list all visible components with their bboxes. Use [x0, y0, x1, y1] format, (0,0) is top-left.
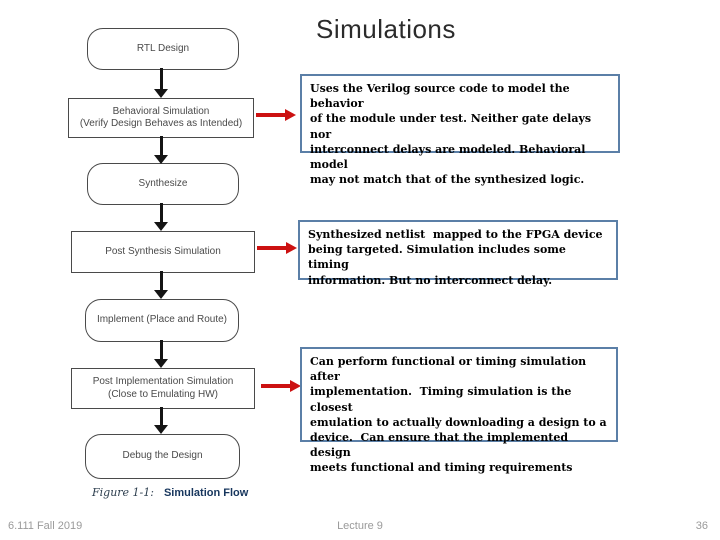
down-arrow-icon [154, 203, 168, 231]
flow-node-label: Synthesize [138, 177, 188, 189]
flow-node-label: Debug the Design [122, 450, 203, 462]
flow-node-rtl-design: RTL Design [87, 28, 239, 70]
red-right-arrow-icon [257, 242, 297, 254]
flow-node-post-synthesis-simulation: Post Synthesis Simulation [71, 231, 255, 273]
flow-node-label: Behavioral Simulation (Verify Design Beh… [79, 105, 243, 130]
footer-page-number: 36 [695, 520, 708, 532]
down-arrow-icon [154, 340, 168, 368]
flow-node-post-implementation-simulation: Post Implementation Simulation (Close to… [71, 368, 255, 409]
flow-node-label: Implement (Place and Route) [96, 314, 228, 326]
flow-node-debug-the-design: Debug the Design [85, 434, 240, 479]
down-arrow-icon [154, 271, 168, 299]
red-right-arrow-icon [256, 109, 296, 121]
flow-node-synthesize: Synthesize [87, 163, 239, 205]
flow-node-implement-place-route: Implement (Place and Route) [85, 299, 239, 342]
figure-caption: Figure 1-1: Simulation Flow [92, 486, 248, 499]
callout-text: Can perform functional or timing simulat… [310, 355, 607, 475]
red-right-arrow-icon [261, 380, 301, 392]
flow-node-label: Post Implementation Simulation (Close to… [92, 376, 234, 400]
slide-title: Simulations [316, 14, 456, 44]
callout-post-implementation-simulation: Can perform functional or timing simulat… [300, 347, 618, 474]
figure-caption-number: Figure 1-1: [92, 486, 154, 499]
footer-course: 6.111 Fall 2019 [8, 520, 83, 532]
callout-text: Uses the Verilog source code to model th… [310, 82, 592, 187]
figure-caption-title: Simulation Flow [163, 487, 249, 499]
down-arrow-icon [154, 68, 168, 98]
down-arrow-icon [154, 407, 168, 434]
down-arrow-icon [154, 136, 168, 164]
flow-node-behavioral-simulation: Behavioral Simulation (Verify Design Beh… [68, 98, 254, 138]
callout-text: Synthesized netlist mapped to the FPGA d… [308, 228, 603, 287]
callout-post-synthesis-simulation: Synthesized netlist mapped to the FPGA d… [298, 220, 618, 287]
flow-node-label: Post Synthesis Simulation [105, 245, 221, 257]
callout-behavioral-simulation: Uses the Verilog source code to model th… [300, 74, 620, 186]
flow-node-label: RTL Design [136, 42, 190, 54]
footer-lecture: Lecture 9 [337, 520, 383, 532]
